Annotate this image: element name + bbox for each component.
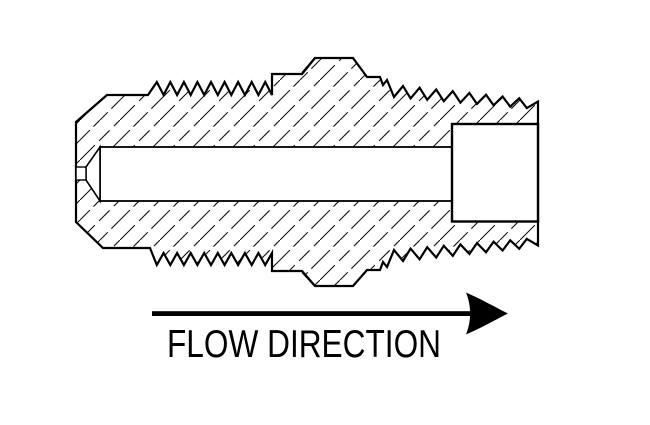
bore-channel	[99, 146, 453, 202]
orifice-slot	[75, 166, 87, 181]
hex-chamfer-line-bottom	[301, 272, 315, 286]
counterbore-socket	[450, 122, 540, 223]
flow-direction-label: FLOW DIRECTION	[167, 323, 441, 366]
flow-arrow-shaft	[152, 311, 478, 316]
flow-arrow	[152, 292, 508, 335]
flow-arrow-head	[466, 292, 508, 335]
hex-chamfer-line-top	[301, 58, 315, 73]
